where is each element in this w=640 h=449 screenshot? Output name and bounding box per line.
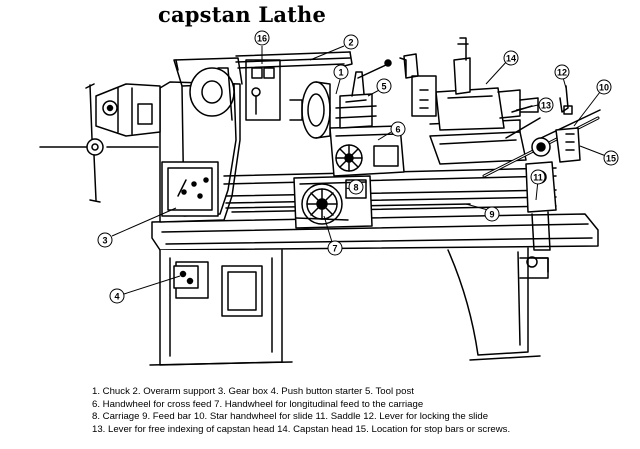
right-stand [447, 247, 549, 361]
svg-text:4: 4 [114, 292, 119, 302]
svg-text:13: 13 [541, 101, 551, 111]
svg-text:2: 2 [348, 38, 353, 48]
callout-15: 15 [603, 150, 619, 166]
capstan-lathe-drawing: 1 2 3 4 5 6 7 8 9 10 11 12 13 14 15 16 [39, 30, 619, 366]
callout-12: 12 [554, 64, 570, 80]
diagram-title: capstan Lathe [158, 2, 327, 27]
cross-feed-handwheel [335, 144, 363, 172]
longitudinal-feed-handwheel [295, 183, 349, 225]
callout-4: 4 [109, 288, 125, 304]
overarm-support [235, 51, 353, 69]
left-stand [149, 249, 293, 366]
legend-line: 13. Lever for free indexing of capstan h… [92, 424, 511, 436]
svg-text:6: 6 [395, 125, 400, 135]
svg-text:8: 8 [353, 183, 358, 193]
callout-10: 10 [596, 79, 612, 95]
push-button-starter-box [173, 265, 199, 289]
capstan-head [399, 37, 539, 131]
callout-5: 5 [376, 78, 392, 94]
svg-text:10: 10 [599, 83, 609, 93]
callout-2: 2 [343, 34, 359, 50]
svg-text:9: 9 [489, 210, 494, 220]
callout-7: 7 [327, 240, 343, 256]
callout-8: 8 [348, 179, 364, 195]
callout-9: 9 [484, 206, 500, 222]
legend-line: 1. Chuck 2. Overarm support 3. Gear box … [92, 386, 414, 397]
left-handwheel [39, 83, 159, 203]
lathe-bed [151, 213, 599, 251]
svg-text:14: 14 [506, 54, 516, 64]
tool-post [335, 71, 377, 129]
callout-14: 14 [503, 50, 519, 66]
leader-lines [111, 45, 607, 295]
callout-6: 6 [390, 121, 406, 137]
star-handwheel [482, 109, 601, 178]
motor-unit [95, 83, 161, 137]
chuck [289, 81, 331, 139]
capstan-saddle [429, 119, 527, 165]
speed-selector-box [245, 59, 281, 121]
callout-3: 3 [97, 232, 113, 248]
tool-post-lever [357, 59, 392, 79]
svg-text:7: 7 [332, 244, 337, 254]
svg-text:5: 5 [381, 82, 386, 92]
callout-13: 13 [538, 97, 554, 113]
slide-locking-lever [559, 85, 573, 115]
svg-text:16: 16 [257, 34, 267, 44]
svg-text:12: 12 [557, 68, 567, 78]
svg-text:1: 1 [338, 68, 343, 78]
headstock-pulley [189, 67, 235, 121]
callout-1: 1 [333, 64, 349, 80]
parts-legend: 1. Chuck 2. Overarm support 3. Gear box … [92, 386, 632, 437]
callout-16: 16 [254, 30, 270, 46]
callout-11: 11 [530, 169, 546, 185]
svg-text:15: 15 [606, 154, 616, 164]
legend-line: 8. Carriage 9. Feed bar 10. Star handwhe… [92, 411, 489, 423]
stop-bar-housing [555, 127, 581, 163]
svg-text:11: 11 [533, 173, 543, 183]
legend-line: 6. Handwheel for cross feed 7. Handwheel… [92, 398, 424, 410]
svg-text:3: 3 [102, 236, 107, 246]
gear-box-panel [161, 161, 219, 217]
